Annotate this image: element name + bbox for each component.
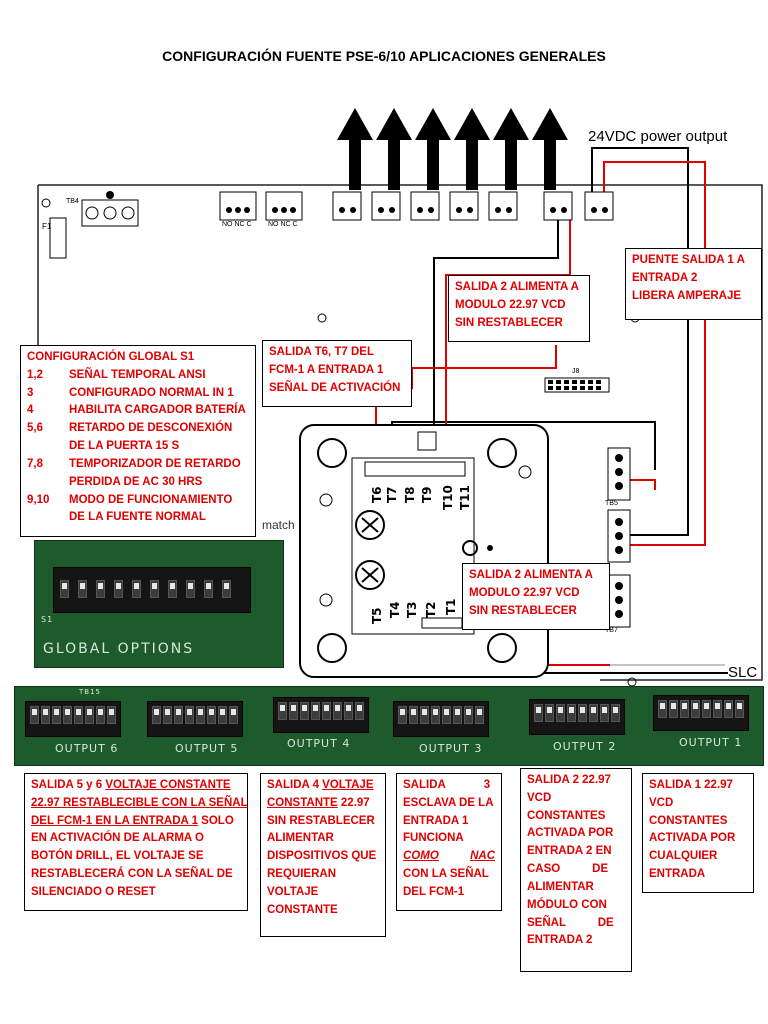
output-5-label: OUTPUT 5 (175, 742, 239, 755)
note-salida-2-top: SALIDA 2 ALIMENTA A MODULO 22.97 VCD SIN… (448, 275, 590, 342)
note-salida-3: SALIDA 3 ESCLAVA DE LA ENTRADA 1 FUNCION… (396, 773, 502, 911)
note-salida-2-mid: SALIDA 2 ALIMENTA A MODULO 22.97 VCD SIN… (462, 563, 610, 630)
arrow-up-icon (532, 108, 568, 190)
arrow-up-icons (337, 108, 568, 190)
note-salida-t6-t7: SALIDA T6, T7 DEL FCM-1 A ENTRADA 1 SEÑA… (262, 340, 412, 407)
terminal-label: T10 (441, 485, 455, 510)
arrow-up-icon (415, 108, 451, 190)
match-text: match (262, 518, 295, 532)
output-1-label: OUTPUT 1 (679, 736, 743, 749)
output-2-label: OUTPUT 2 (553, 740, 617, 753)
slc-label: SLC (728, 664, 758, 681)
no-nc-c-label-1: NO NC C (222, 221, 252, 228)
note-salida-1: SALIDA 1 22.97 VCD CONSTANTES ACTIVADA P… (642, 773, 754, 893)
page-title: CONFIGURACIÓN FUENTE PSE-6/10 APLICACION… (162, 48, 606, 64)
global-options-label: GLOBAL OPTIONS (43, 641, 195, 657)
arrow-up-icon (454, 108, 490, 190)
tb5-label: TB5 (605, 500, 618, 507)
terminal-label: T3 (405, 601, 419, 618)
dip-switch-output-3 (393, 701, 489, 737)
outputs-board: TB15 OUTPUT 6 OUTPUT 5 OUTPUT 4 OUTPUT 3… (14, 686, 764, 766)
terminal-label: T8 (403, 486, 417, 503)
terminal-label: T11 (458, 485, 472, 510)
no-nc-c-label-2: NO NC C (268, 221, 298, 228)
global-heading: CONFIGURACIÓN GLOBAL S1 (27, 351, 195, 363)
arrow-up-icon (376, 108, 412, 190)
output-3-label: OUTPUT 3 (419, 742, 483, 755)
terminal-label: T7 (385, 486, 399, 503)
dip-switch-s1 (53, 567, 251, 613)
s1-label: S1 (41, 615, 54, 624)
dip-switch-output-2 (529, 699, 625, 735)
power-output-label: 24VDC power output (588, 128, 728, 145)
j8-header (544, 377, 610, 393)
tb4-label: TB4 (66, 198, 79, 205)
terminal-label: T6 (370, 486, 384, 503)
dip-switch-output-5 (147, 701, 243, 737)
terminal-label: T2 (424, 601, 438, 618)
terminal-screws (226, 207, 608, 213)
tb4-screws (85, 206, 135, 220)
note-salida-2-bottom: SALIDA 2 22.97 VCD CONSTANTES ACTIVADA P… (520, 768, 632, 972)
dip-switch-output-6 (25, 701, 121, 737)
right-terminals (607, 447, 631, 628)
dip-switch-output-4 (273, 697, 369, 733)
terminal-label: T4 (388, 601, 402, 618)
terminal-label: T1 (444, 598, 458, 615)
output-6-label: OUTPUT 6 (55, 742, 119, 755)
terminal-label: T9 (420, 486, 434, 503)
j8-label: J8 (572, 368, 580, 375)
arrow-up-icon (493, 108, 529, 190)
note-salida-5-6: SALIDA 5 y 6 VOLTAJE CONSTANTE 22.97 RES… (24, 773, 248, 911)
fuse (49, 217, 67, 259)
terminal-label: T5 (370, 607, 384, 624)
arrow-up-icon (337, 108, 373, 190)
dip-switch-output-1 (653, 695, 749, 731)
fcm-module (299, 424, 549, 678)
note-salida-4: SALIDA 4 VOLTAJE CONSTANTE 22.97 SIN RES… (260, 773, 386, 937)
tb15-label: TB15 (79, 688, 101, 696)
note-puente-salida-1: PUENTE SALIDA 1 A ENTRADA 2 LIBERA AMPER… (625, 248, 762, 320)
f1-label: F1 (42, 222, 52, 231)
output-4-label: OUTPUT 4 (287, 737, 351, 750)
global-options-board: GLOBAL OPTIONS S1 (34, 540, 284, 668)
top-terminals (219, 191, 614, 221)
tb7-label: TB7 (605, 627, 618, 634)
